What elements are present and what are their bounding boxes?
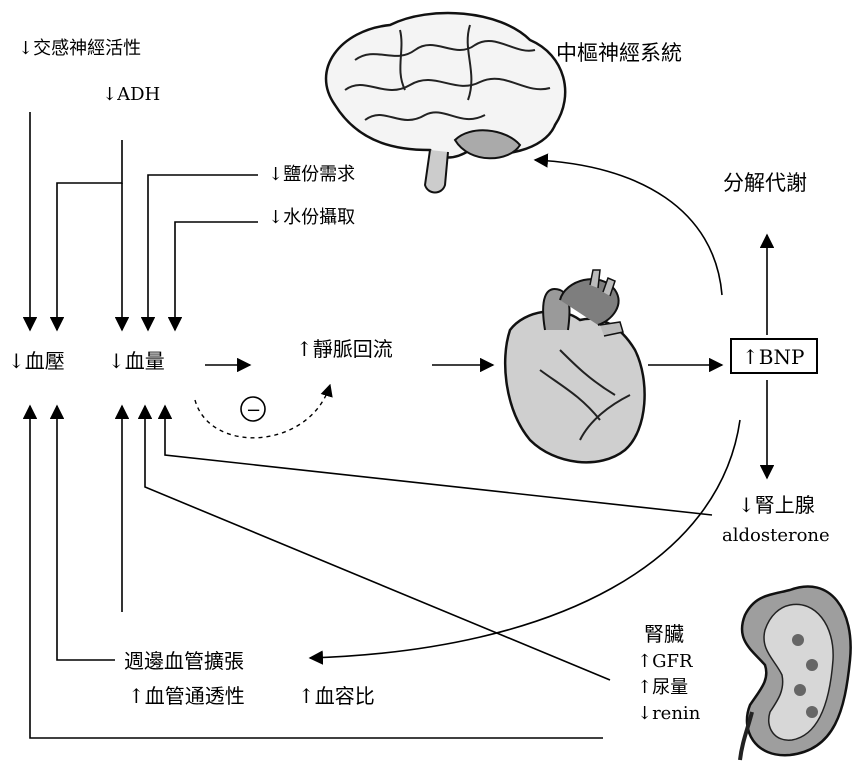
heart-icon: [505, 270, 644, 462]
sympathetic-activity-label: ↓交感神經活性: [18, 38, 141, 59]
inhibition-symbol: −: [241, 397, 265, 421]
kidney-label: 腎臟: [644, 622, 684, 646]
cns-label: 中樞神經系統: [556, 41, 682, 65]
salt-need-label: ↓鹽份需求: [268, 164, 355, 185]
input-arrows: [30, 112, 258, 330]
bnp-label: ↑BNP: [742, 345, 804, 369]
bnp-box: ↑BNP: [731, 339, 817, 373]
blood-volume-label: ↓血量: [108, 349, 165, 373]
svg-text:−: −: [246, 400, 261, 421]
blood-pressure-label: ↓血壓: [8, 349, 65, 373]
vasodilation-label: 週邊血管擴張: [124, 649, 244, 673]
hematocrit-label: ↑血容比: [298, 684, 375, 708]
kidney-icon: [740, 586, 851, 760]
catabolism-label: 分解代謝: [723, 171, 807, 195]
water-intake-label: ↓水份攝取: [268, 207, 355, 228]
aldosterone-label: aldosterone: [722, 525, 830, 546]
urine-volume-label: ↑尿量: [637, 677, 688, 698]
venous-return-label: ↑靜脈回流: [296, 337, 393, 361]
renin-label: ↓renin: [637, 703, 701, 724]
brain-icon: [326, 13, 565, 193]
permeability-label: ↑血管通透性: [128, 684, 245, 708]
adrenal-label: ↓腎上腺: [738, 493, 815, 517]
gfr-label: ↑GFR: [637, 651, 693, 672]
adh-label: ↓ADH: [102, 84, 160, 105]
